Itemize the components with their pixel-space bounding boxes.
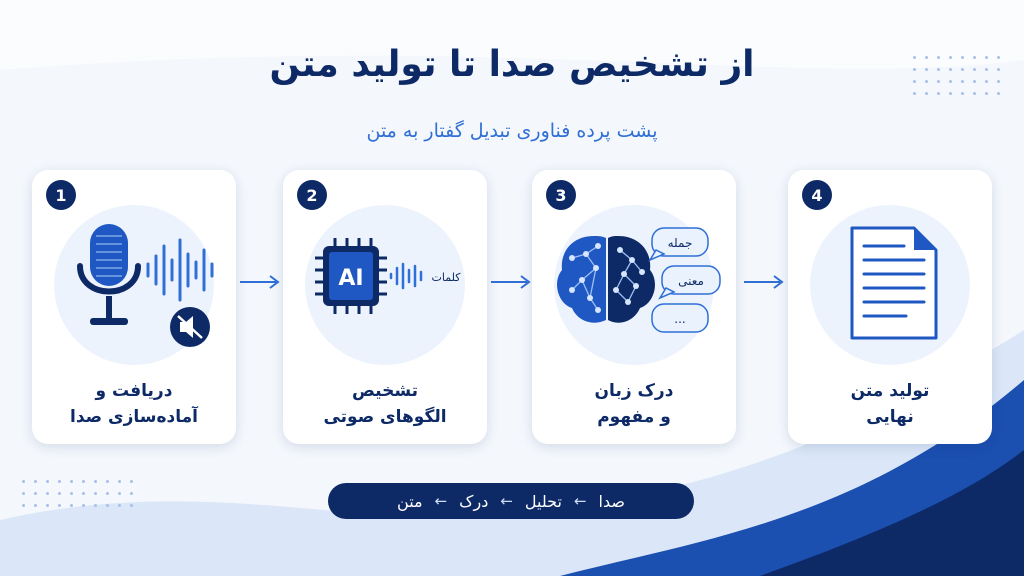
flow-item: تحلیل bbox=[524, 491, 562, 511]
brain-icon: جمله معنی ... bbox=[557, 227, 721, 333]
flow-item: صدا bbox=[598, 491, 625, 511]
bubble-2: معنی bbox=[678, 274, 704, 288]
step-4-label: تولید متن نهایی bbox=[850, 381, 930, 427]
step-4-number: 4 bbox=[802, 180, 832, 210]
arrow-right-icon bbox=[240, 275, 280, 289]
flow-summary-pill: صدا ← تحلیل ← درک ← متن bbox=[328, 483, 694, 519]
document-icon bbox=[850, 226, 938, 340]
step-card-3: جمله معنی ... 3 درک زبان و مفهوم bbox=[532, 170, 736, 444]
arrow-right-icon bbox=[491, 275, 531, 289]
flow-separator: ← bbox=[434, 492, 448, 510]
step-1-number: 1 bbox=[46, 180, 76, 210]
step-1-label: دریافت و آماده‌سازی صدا bbox=[70, 381, 198, 427]
arrow-right-icon bbox=[744, 275, 784, 289]
microphone-icon bbox=[77, 224, 214, 347]
bubble-1: جمله bbox=[668, 236, 693, 250]
step-3-label: درک زبان و مفهوم bbox=[594, 381, 674, 427]
bubble-3: ... bbox=[674, 312, 685, 326]
step-2-number: 2 bbox=[297, 180, 327, 210]
ai-chip-caption: کلمات bbox=[432, 271, 462, 284]
flow-separator: ← bbox=[573, 492, 587, 510]
decor-dots-top-right bbox=[913, 56, 1000, 95]
flow-separator: ← bbox=[500, 492, 513, 510]
step-card-4: 4 تولید متن نهایی bbox=[788, 170, 992, 444]
flow-item: متن bbox=[397, 491, 423, 511]
ai-chip-icon: AI کلمات bbox=[315, 238, 462, 314]
decor-dots-bottom-left bbox=[22, 480, 133, 507]
page-subtitle: پشت پرده فناوری تبدیل گفتار به متن bbox=[366, 120, 658, 142]
step-card-2: AI کلمات 2 تشخیص الگوهای صوتی bbox=[283, 170, 487, 444]
step-2-label: تشخیص الگوهای صوتی bbox=[323, 381, 447, 427]
step-card-1: 1 دریافت و آماده‌سازی صدا bbox=[32, 170, 236, 444]
step-3-number: 3 bbox=[546, 180, 576, 210]
page-title: از تشخیص صدا تا تولید متن bbox=[269, 44, 755, 85]
flow-item: درک bbox=[459, 491, 489, 511]
ai-chip-text: AI bbox=[338, 266, 363, 291]
